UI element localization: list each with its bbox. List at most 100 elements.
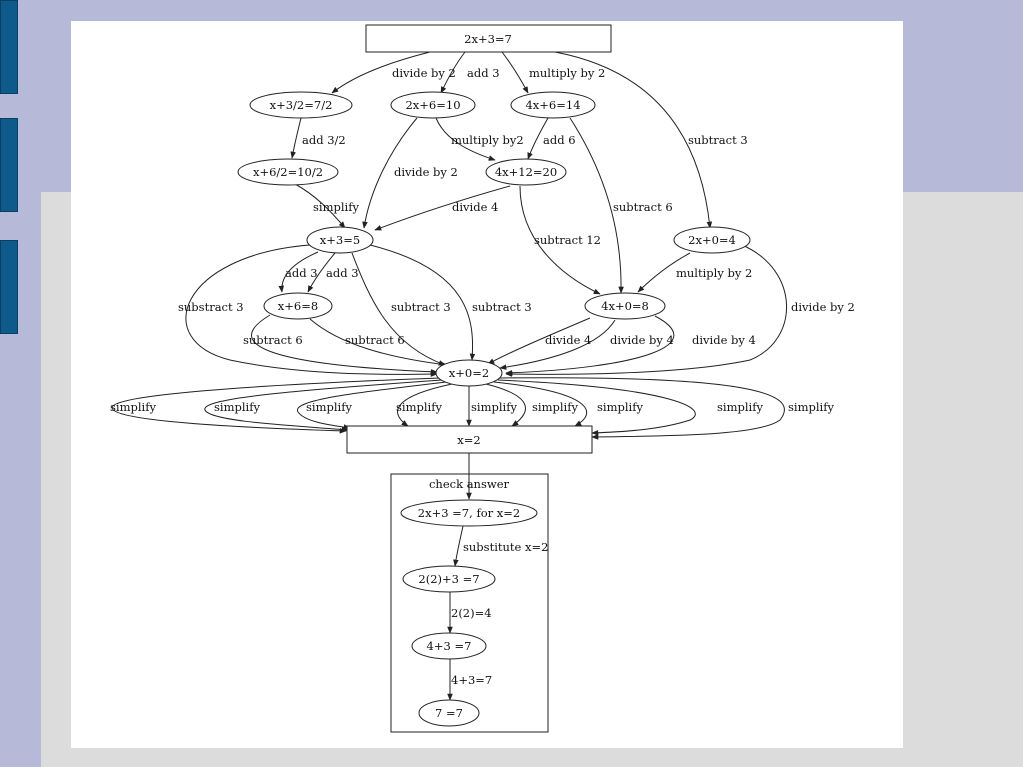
edge-label-e1: divide by 2: [392, 66, 456, 80]
edge-n6-n10-c: [369, 244, 476, 361]
node-n4-label: x+6/2=10/2: [253, 165, 323, 179]
edge-n1-n4: [290, 117, 302, 159]
edge-label-s4: simplify: [396, 400, 442, 414]
edge-start-n1: [331, 51, 431, 94]
edge-n10-result-2: [204, 379, 443, 433]
node-n7-label: 2x+0=4: [688, 233, 736, 247]
node-n5-label: 4x+12=20: [495, 165, 557, 179]
edge-label-k2: 2(2)=4: [451, 606, 492, 620]
edge-n8-n10-b: [309, 318, 448, 368]
node-n8-label: x+6=8: [278, 299, 318, 313]
edge-n6-n10-b: [351, 252, 446, 366]
node-c3: [411, 632, 487, 660]
edge-n10-result-8: [497, 379, 696, 436]
edge-n10-result-7: [493, 381, 588, 427]
edge-n7-n9: [637, 252, 691, 293]
edge-n10-result-3: [296, 381, 447, 430]
edge-n10-result-1: [111, 377, 441, 434]
edge-start-n3: [501, 51, 529, 94]
edge-n3-n5: [527, 117, 549, 160]
edge-n3-n9: [569, 117, 624, 294]
node-c4: [418, 699, 480, 727]
edge-label-k1: substitute x=2: [463, 540, 548, 554]
node-n7: [673, 226, 751, 254]
edge-start-n2: [440, 51, 466, 94]
edge-label-e18: subtract 3: [472, 300, 532, 314]
slide-tab-1[interactable]: [0, 0, 18, 94]
node-c2: [402, 565, 496, 593]
edge-label-e15: add 3: [326, 266, 359, 280]
edge-label-e7: add 6: [543, 133, 576, 147]
edge-n2-n6: [362, 117, 418, 229]
edge-label-s7: simplify: [597, 400, 643, 414]
edge-label-e6: multiply by2: [451, 133, 524, 147]
node-n10-label: x+0=2: [449, 366, 489, 380]
node-c2-label: 2(2)+3 =7: [418, 572, 479, 586]
edge-label-e12: subtract 12: [534, 233, 601, 247]
edge-label-s3: simplify: [306, 400, 352, 414]
edge-label-e24: divide by 4: [692, 333, 756, 347]
edge-label-e19: divide by 2: [791, 300, 855, 314]
edge-label-k3: 4+3=7: [451, 673, 492, 687]
edge-n9-n10-c: [505, 315, 675, 376]
node-start-label: 2x+3=7: [464, 32, 512, 46]
node-n2-label: 2x+6=10: [405, 98, 460, 112]
node-n3-label: 4x+6=14: [525, 98, 580, 112]
edge-label-e8: divide by 2: [394, 165, 458, 179]
edge-n10-result-9: [499, 377, 785, 440]
edge-start-n7: [554, 51, 713, 229]
edge-n4-n6: [294, 183, 346, 229]
node-n3: [510, 91, 596, 119]
edge-n6-n10-a: [185, 244, 438, 377]
edge-n5-n9: [519, 185, 601, 295]
node-n2: [390, 91, 476, 119]
edge-n10-result-4: [397, 383, 453, 427]
node-n4: [237, 158, 339, 186]
node-n9: [584, 292, 666, 320]
edge-label-e21: subtract 6: [345, 333, 405, 347]
edge-c1-c2: [453, 525, 464, 567]
node-n1: [249, 91, 353, 119]
edges: [111, 51, 787, 701]
edge-label-e14: add 3: [285, 266, 318, 280]
edge-n9-n10-b: [499, 319, 616, 370]
edge-n7-n10: [505, 244, 787, 377]
node-c1-label: 2x+3 =7, for x=2: [418, 506, 520, 520]
edge-label-s8: simplify: [717, 400, 763, 414]
node-n9-label: 4x+0=8: [601, 299, 649, 313]
node-n10: [435, 359, 503, 387]
edge-n6-n8-a: [278, 251, 319, 293]
node-n5: [485, 158, 567, 186]
edge-label-e5: add 3/2: [302, 133, 346, 147]
slide-tab-3[interactable]: [0, 240, 18, 334]
edge-label-s6: simplify: [532, 400, 578, 414]
node-n1-label: x+3/2=7/2: [270, 98, 333, 112]
nodes: 2x+3=7 x+3/2=7/2 2x+6=10 4x+6=14 x+6/2=1…: [237, 24, 751, 727]
node-n8: [263, 292, 333, 320]
node-result: [346, 425, 593, 454]
edge-label-e23: divide by 4: [610, 333, 674, 347]
edge-n8-n10-a: [251, 314, 438, 375]
edge-label-e22: divide 4: [545, 333, 591, 347]
edge-label-e10: divide 4: [452, 200, 498, 214]
node-c3-label: 4+3 =7: [427, 639, 472, 653]
edge-label-e13: multiply by 2: [676, 266, 752, 280]
edge-label-s9: simplify: [788, 400, 834, 414]
edge-n5-n6: [374, 185, 511, 231]
edge-n9-n10-a: [487, 317, 591, 365]
edge-label-s5: simplify: [471, 400, 517, 414]
node-n6: [306, 226, 374, 254]
edge-label-e3: multiply by 2: [529, 66, 605, 80]
edge-label-e11: subtract 6: [613, 200, 673, 214]
edge-label-s1: simplify: [110, 400, 156, 414]
edge-n10-result-6: [485, 383, 526, 427]
edge-n2-n5: [435, 117, 496, 161]
edge-label-e17: subtract 3: [391, 300, 451, 314]
edge-label-e16: substract 3: [178, 300, 244, 314]
node-start: [365, 24, 612, 53]
slide-tab-2[interactable]: [0, 118, 18, 212]
node-result-label: x=2: [457, 433, 480, 447]
edge-label-e9: simplify: [313, 200, 359, 214]
edge-label-e4: subtract 3: [688, 133, 748, 147]
